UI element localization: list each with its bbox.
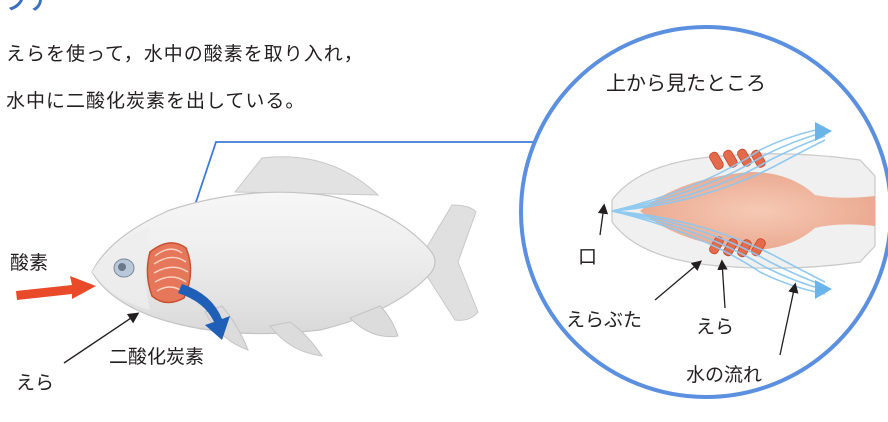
closeup-heading: 上から見たところ	[606, 71, 766, 95]
oxygen-label: 酸素	[10, 252, 48, 274]
description-line-1: えらを使って，水中の酸素を取り入れ，	[6, 43, 364, 65]
closeup-gill-label: えら	[696, 316, 734, 338]
closeup-view: 上から見たところ 口 えらぶた えら 水の流れ	[519, 25, 888, 399]
mouth-leader-line	[597, 203, 609, 236]
fish	[91, 156, 479, 357]
carbon-dioxide-label: 二酸化炭素	[109, 346, 204, 368]
gill-cover-label: えらぶた	[566, 309, 642, 331]
oxygen-arrow	[16, 276, 96, 300]
gill-leader-line	[63, 312, 140, 364]
mouth-label: 口	[578, 246, 597, 268]
gill-label: えら	[16, 372, 54, 394]
carbon-dioxide-arrow	[178, 284, 230, 340]
closeup-gill-leader-line	[717, 259, 728, 309]
water-flow-lines	[611, 127, 826, 295]
description-line-2: 水中に二酸化炭素を出している。	[6, 90, 306, 112]
fish-gill	[146, 242, 192, 304]
page-title: フナ	[4, 0, 52, 15]
gill-cover-leader-line	[654, 260, 702, 301]
water-flow-label: 水の流れ	[686, 364, 762, 386]
water-flow-leader-line	[779, 282, 799, 356]
